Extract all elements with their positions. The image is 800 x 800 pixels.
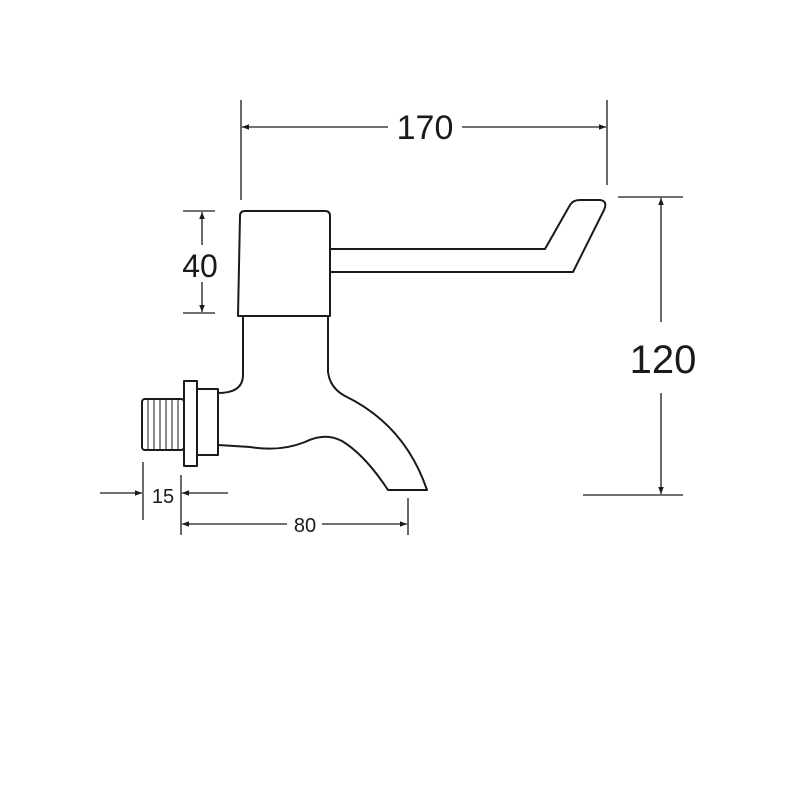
dimension-label-120: 120 bbox=[630, 338, 697, 382]
dimension-label-170: 170 bbox=[397, 109, 454, 147]
dimension-120: 120 bbox=[583, 196, 697, 496]
tap-outline bbox=[141, 199, 607, 491]
lever bbox=[329, 199, 607, 273]
nut bbox=[196, 388, 219, 456]
body-right-spout bbox=[217, 315, 428, 491]
dimension-label-40: 40 bbox=[182, 248, 218, 284]
handle-body bbox=[237, 210, 331, 317]
dimension-40: 40 bbox=[182, 210, 218, 314]
dimension-label-15: 15 bbox=[152, 486, 174, 508]
dimension-label-80: 80 bbox=[294, 515, 316, 537]
thread bbox=[141, 398, 185, 451]
dimension-15: 15 bbox=[100, 462, 228, 535]
dimension-170: 170 bbox=[240, 100, 608, 200]
dimension-80: 80 bbox=[182, 498, 409, 537]
body-left bbox=[217, 315, 244, 394]
flange bbox=[183, 380, 198, 467]
